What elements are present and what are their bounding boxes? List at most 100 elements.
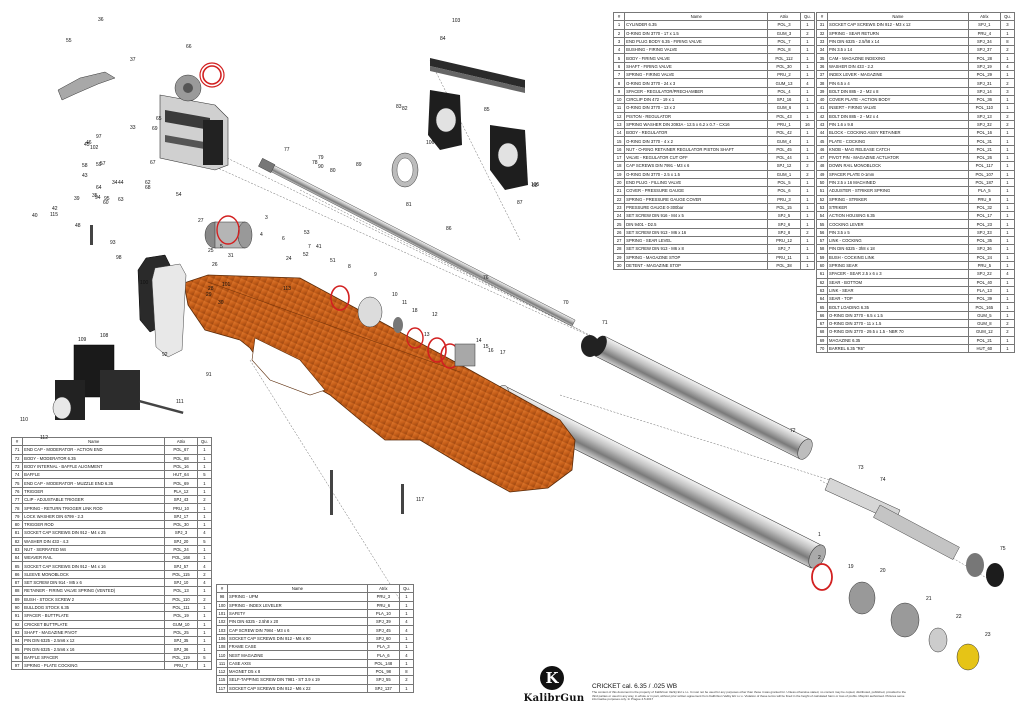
part-qty: 1: [999, 186, 1016, 196]
part-name: SOCKET CAP SCREWS DIN 912 - M6 x 90: [227, 633, 368, 644]
part-number: 7: [612, 70, 626, 80]
part-qty: 1: [196, 553, 213, 563]
part-name: PIN 2.5 x 16 MACHINED: [827, 177, 969, 188]
part-code: POL_117: [967, 161, 1001, 171]
part-name: TRIGGER ROD: [22, 519, 166, 530]
part-name: PLATE - COCKING: [827, 136, 969, 146]
part-name: BODY - FIRING VALVE: [624, 53, 769, 63]
part-name: SOCKET CAP SCREWS DIN 912 - M6 x 22: [227, 683, 368, 693]
part-callout-label: 94: [95, 195, 101, 201]
part-number: 81: [10, 528, 24, 538]
part-qty: 1: [999, 310, 1016, 321]
part-name: BODY INTERNAL - BAFFLE ALIGNMENT: [22, 461, 166, 472]
part-callout-label: 64: [96, 185, 102, 191]
part-number: 85: [10, 561, 24, 571]
part-callout-label: 65: [156, 116, 162, 122]
part-name: SPACER PLATE 0-1mm: [827, 169, 969, 179]
part-code: POL_21: [967, 335, 1001, 345]
part-name: PIN DIN 6325 - 2.5m6 x 16: [22, 644, 166, 654]
part-callout-label: 53: [304, 230, 310, 236]
part-code: GUM_12: [967, 327, 1001, 337]
part-number: 88: [10, 586, 24, 596]
part-qty: 4: [999, 269, 1016, 279]
part-number: 100: [215, 600, 229, 610]
part-number: 78: [10, 503, 24, 513]
part-number: 67: [815, 318, 829, 329]
part-qty: 5: [196, 536, 213, 546]
part-number: 62: [815, 277, 829, 287]
table-header-row: # Name Atrix Qu.: [815, 11, 1016, 22]
part-callout-label: 84: [440, 36, 446, 42]
part-callout-label: 41: [316, 244, 322, 250]
col-header-atrix: Atrix: [366, 583, 400, 594]
regulator-parts: [330, 285, 599, 369]
part-qty: 1: [799, 20, 816, 30]
part-qty: 1: [196, 445, 213, 455]
part-name: SPRING - PLATE COCKING: [22, 660, 166, 671]
part-number: 56: [815, 227, 829, 238]
copyright-note: The content of this document is the prop…: [592, 690, 906, 702]
part-code: PLA_3: [366, 642, 400, 652]
part-callout-label: 52: [303, 252, 309, 258]
part-number: 45: [815, 136, 829, 146]
part-name: SPRING - STRIKER: [827, 194, 969, 204]
part-number: 71: [10, 445, 24, 455]
part-code: POL_42: [767, 128, 801, 138]
part-qty: 1: [999, 136, 1016, 146]
part-name: DIN 9401 - D2.5: [624, 219, 769, 229]
part-qty: 1: [799, 128, 816, 138]
part-callout-label: 93: [110, 240, 116, 246]
part-callout-label: 40: [32, 213, 38, 219]
part-name: CLIP - ADJUSTABLE TRIGGER: [22, 495, 166, 505]
part-name: BULLDOG STOCK 6.35: [22, 602, 166, 613]
part-code: PLA_5: [967, 186, 1001, 196]
part-name: END CAP - MODERATOR - ACTION END: [22, 445, 166, 455]
part-callout-label: 92: [162, 352, 168, 358]
part-qty: 1: [196, 627, 213, 638]
part-number: 9: [612, 86, 626, 96]
part-code: SPJ_5: [767, 211, 801, 221]
part-number: 97: [10, 660, 24, 671]
part-qty: 1: [999, 302, 1016, 312]
part-qty: 1: [999, 128, 1016, 138]
part-number: 47: [815, 153, 829, 163]
part-name: PIN DIN 6325 - 2.5m6 x 12: [22, 636, 166, 646]
part-number: 36: [815, 61, 829, 72]
col-header-number: #: [10, 436, 24, 447]
part-qty: 4: [999, 61, 1016, 72]
part-number: 14: [612, 128, 626, 138]
part-qty: 1: [999, 277, 1016, 287]
part-qty: 1: [398, 633, 415, 644]
part-qty: 1: [398, 592, 415, 602]
part-number: 20: [612, 177, 626, 188]
part-number: 41: [815, 103, 829, 113]
part-code: SPJ_36: [967, 244, 1001, 254]
part-number: 91: [10, 611, 24, 621]
part-qty: 1: [999, 70, 1016, 80]
part-callout-label: 75: [1000, 546, 1006, 552]
part-code: POL_43: [767, 111, 801, 121]
part-code: POL_39: [967, 294, 1001, 304]
